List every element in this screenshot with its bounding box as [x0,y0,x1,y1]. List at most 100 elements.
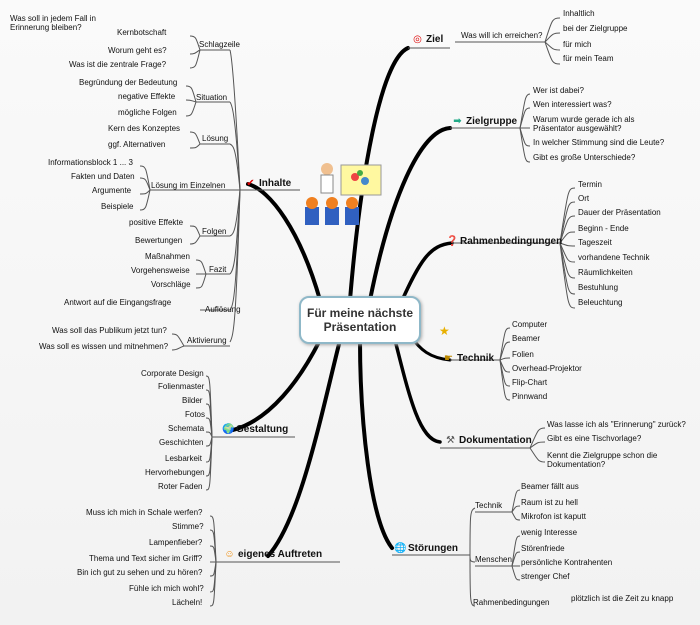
stoerungen-technik-item[interactable]: Beamer fällt aus [521,482,579,491]
gestaltung-item[interactable]: Fotos [185,410,206,419]
folgen-item[interactable]: positive Effekte [129,218,184,227]
stoerungen-menschen-item[interactable]: persönliche Kontrahenten [521,558,613,567]
gestaltung-item[interactable]: Bilder [182,396,203,405]
doku-item[interactable]: Dokumentation? [547,460,606,469]
einzelnen-item[interactable]: Beispiele [101,202,134,211]
doku-item[interactable]: Kennt die Zielgruppe schon die [547,451,658,460]
stoerungen-menschen[interactable]: Menschen [475,555,512,564]
zielgruppe-item[interactable]: Warum wurde gerade ich als [533,115,635,124]
loesung-item[interactable]: ggf. Alternativen [108,140,166,149]
auftreten-item[interactable]: Lampenfieber? [149,538,203,547]
branch-technik[interactable]: ☛ Technik [443,353,494,364]
stoerungen-menschen-item[interactable]: strenger Chef [521,572,570,581]
schlagzeile-item[interactable]: Erinnerung bleiben? [10,23,82,32]
stoerungen-menschen-item[interactable]: Störenfriede [521,544,565,553]
situation-item[interactable]: mögliche Folgen [118,108,177,117]
rahmen-item[interactable]: Beleuchtung [578,298,623,307]
einzelnen-item[interactable]: Argumente [92,186,132,195]
schlagzeile-item[interactable]: Worum geht es? [108,46,167,55]
inhalte-aktivierung[interactable]: Aktivierung [187,336,227,345]
inhalte-loesung[interactable]: Lösung [202,134,229,143]
fazit-item[interactable]: Maßnahmen [145,252,190,261]
stoerungen-technik[interactable]: Technik [475,501,503,510]
inhalte-schlagzeile[interactable]: Schlagzeile [199,40,240,49]
inhalte-einzelnen[interactable]: Lösung im Einzelnen [151,181,226,190]
branch-auftreten[interactable]: ☺ eigenes Auftreten [224,549,322,560]
branch-rahmen-label: Rahmenbedingungen [460,236,563,247]
zielgruppe-item[interactable]: Präsentator ausgewählt? [533,124,622,133]
auftreten-item[interactable]: Stimme? [172,522,204,531]
einzelnen-item[interactable]: Informationsblock 1 ... 3 [48,158,133,167]
branch-inhalte[interactable]: ✔ Inhalte [245,178,291,189]
gestaltung-item[interactable]: Hervorhebungen [145,468,205,477]
aktivierung-item[interactable]: Was soll es wissen und mitnehmen? [39,342,169,351]
technik-item[interactable]: Computer [512,320,548,329]
auftreten-item[interactable]: Lächeln! [172,598,203,607]
inhalte-situation[interactable]: Situation [196,93,228,102]
ziel-item[interactable]: für mein Team [563,54,614,63]
ziel-question[interactable]: Was will ich erreichen? [461,31,543,40]
technik-item[interactable]: Overhead-Projektor [512,364,582,373]
doku-item[interactable]: Gibt es eine Tischvorlage? [547,434,642,443]
auftreten-item[interactable]: Thema und Text sicher im Griff? [89,554,203,563]
gestaltung-item[interactable]: Corporate Design [141,369,204,378]
gestaltung-item[interactable]: Lesbarkeit [165,454,202,463]
einzelnen-item[interactable]: Fakten und Daten [71,172,135,181]
gestaltung-item[interactable]: Folienmaster [158,382,205,391]
branch-zielgruppe[interactable]: ➡ Zielgruppe [452,116,517,127]
aktivierung-item[interactable]: Was soll das Publikum jetzt tun? [52,326,167,335]
branch-stoerungen[interactable]: 🌐 Störungen [394,543,458,554]
inhalte-aufloesung[interactable]: Auflösung [205,305,241,314]
ziel-item[interactable]: Inhaltlich [563,9,595,18]
auftreten-item[interactable]: Bin ich gut zu sehen und zu hören? [77,568,203,577]
inhalte-fazit[interactable]: Fazit [209,265,227,274]
rahmen-item[interactable]: Ort [578,194,590,203]
rahmen-item[interactable]: Bestuhlung [578,283,619,292]
rahmen-item[interactable]: vorhandene Technik [578,253,650,262]
stoerungen-rahmen[interactable]: Rahmenbedingungen [473,598,550,607]
gestaltung-item[interactable]: Roter Faden [158,482,203,491]
fazit-item[interactable]: Vorschläge [151,280,191,289]
schlagzeile-item[interactable]: Kernbotschaft [117,28,167,37]
technik-item[interactable]: Beamer [512,334,541,343]
schlagzeile-item[interactable]: Was ist die zentrale Frage? [69,60,167,69]
branch-gestaltung[interactable]: 🌍 Gestaltung [222,424,288,435]
gestaltung-item[interactable]: Schemata [168,424,205,433]
branch-gestaltung-label: Gestaltung [236,424,289,435]
ziel-item[interactable]: bei der Zielgruppe [563,24,628,33]
fazit-item[interactable]: Vorgehensweise [131,266,190,275]
zielgruppe-item[interactable]: Gibt es große Unterschiede? [533,153,636,162]
zielgruppe-item[interactable]: Wer ist dabei? [533,86,584,95]
stoerungen-menschen-item[interactable]: wenig Interesse [521,528,578,537]
auftreten-item[interactable]: Muss ich mich in Schale werfen? [86,508,203,517]
stoerungen-technik-item[interactable]: Mikrofon ist kaputt [521,512,586,521]
rahmen-item[interactable]: Beginn - Ende [578,224,629,233]
technik-item[interactable]: Pinnwand [512,392,548,401]
inhalte-folgen[interactable]: Folgen [202,227,227,236]
rahmen-item[interactable]: Termin [578,180,603,189]
zielgruppe-item[interactable]: Wen interessiert was? [533,100,612,109]
ziel-item[interactable]: für mich [563,40,592,49]
situation-item[interactable]: Begründung der Bedeutung [79,78,178,87]
zielgruppe-item[interactable]: In welcher Stimmung sind die Leute? [533,138,665,147]
auftreten-item[interactable]: Fühle ich mich wohl? [129,584,204,593]
branch-ziel[interactable]: ◎ Ziel [412,34,443,45]
loesung-item[interactable]: Kern des Konzeptes [108,124,181,133]
gestaltung-item[interactable]: Geschichten [159,438,204,447]
situation-item[interactable]: negative Effekte [118,92,176,101]
rahmen-item[interactable]: Dauer der Präsentation [578,208,661,217]
doku-item[interactable]: Was lasse ich als "Erinnerung" zurück? [547,420,686,429]
stoerungen-technik-item[interactable]: Raum ist zu hell [521,498,578,507]
technik-item[interactable]: Folien [512,350,534,359]
aufloesung-item[interactable]: Antwort auf die Eingangsfrage [64,298,172,307]
schlagzeile-item[interactable]: Was soll in jedem Fall in [10,14,96,23]
central-topic[interactable]: Für meine nächste Präsentation [299,296,421,344]
folgen-item[interactable]: Bewertungen [135,236,183,245]
technik-item[interactable]: Flip-Chart [512,378,548,387]
branch-rahmenbedingungen[interactable]: ❓ Rahmenbedingungen [446,236,562,247]
rahmen-item[interactable]: Räumlichkeiten [578,268,633,277]
stoerungen-rahmen-item[interactable]: plötzlich ist die Zeit zu knapp [571,594,674,603]
central-title-line2: Präsentation [323,320,397,334]
rahmen-item[interactable]: Tageszeit [578,238,612,247]
branch-dokumentation[interactable]: ⚒ Dokumentation [445,435,532,446]
